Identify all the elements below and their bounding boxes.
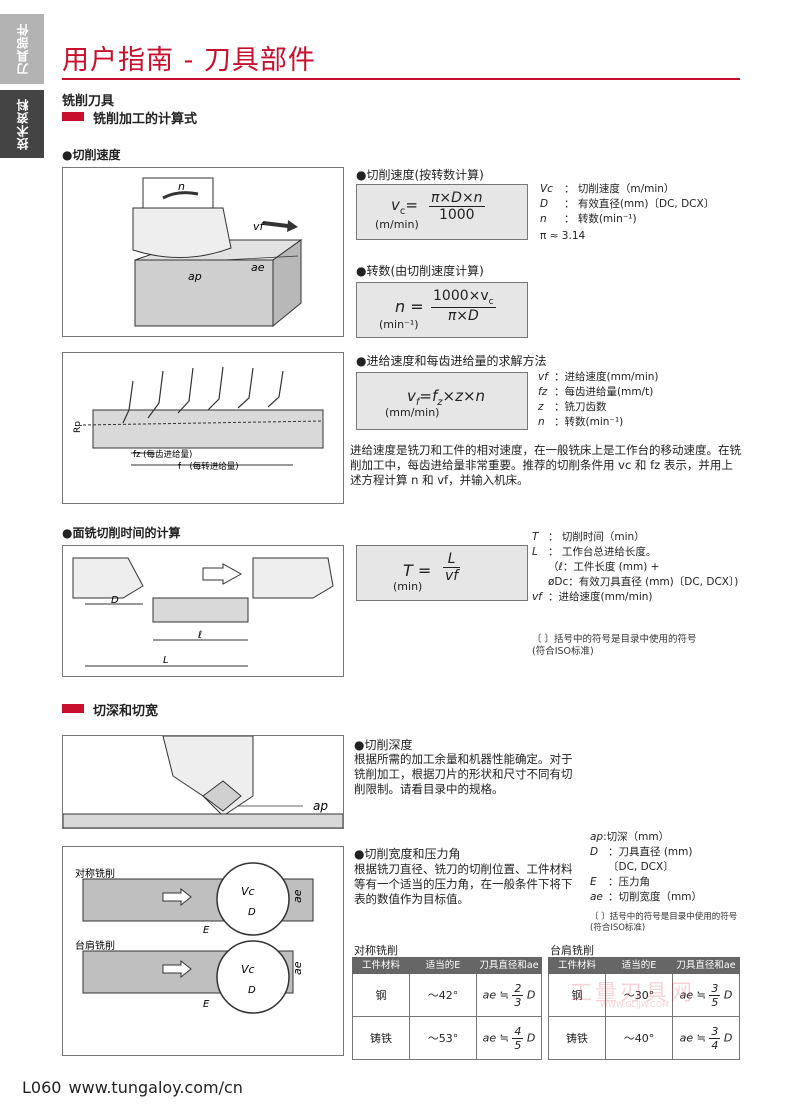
feed-formula-box: vf=fz×z×n (mm/min) bbox=[356, 372, 528, 430]
side-tab-tool-parts[interactable]: 刀具部件 bbox=[0, 14, 44, 84]
width-title: ●切削宽度和压力角 bbox=[354, 847, 461, 861]
cutting-speed-heading: ●切削速度 bbox=[62, 148, 121, 162]
face-time-symbols: T： 切削时间（min） L： 工作台总进给长度。 （ℓ：工件长度 (mm) +… bbox=[532, 531, 739, 603]
svg-text:Vc: Vc bbox=[241, 963, 255, 976]
svg-text:fz (每齿进给量): fz (每齿进给量) bbox=[133, 449, 192, 460]
depth-width-title: 切深和切宽 bbox=[93, 704, 159, 719]
width-diagram: 对称铣削 Vc D E ae 台肩铣削 Vc D E ae bbox=[62, 846, 344, 1056]
svg-text:E: E bbox=[203, 925, 210, 936]
width-text: 根据铣刀直径、铣刀的切削位置、工件材料等有一个适当的压力角，在一般条件下将下表的… bbox=[354, 862, 573, 906]
feed-diagram: Rp fz (每齿进给量) f (每转进给量) bbox=[62, 352, 344, 504]
face-time-diagram: D ℓ L bbox=[62, 545, 344, 677]
depth-title: ●切削深度 bbox=[354, 738, 413, 752]
svg-text:ap: ap bbox=[313, 799, 328, 813]
formula1-symbols: Vc： 切削速度（m/min） D： 有效直径(mm)〔DC, DCX〕 n： … bbox=[540, 183, 715, 242]
formula2-box: n = 1000×vc π×D (min⁻¹) bbox=[356, 282, 528, 338]
formula2-title: ●转数(由切削速度计算) bbox=[356, 264, 484, 278]
vf-label: vf bbox=[253, 220, 266, 233]
width-note: 〔 〕括号中的符号是目录中使用的符号(符合ISO标准) bbox=[590, 912, 738, 933]
page-number: L060 bbox=[22, 1078, 62, 1097]
svg-text:ae: ae bbox=[291, 889, 304, 903]
watermark: 工量刃具网 bbox=[570, 981, 696, 1006]
svg-text:L: L bbox=[163, 655, 169, 666]
title-rule bbox=[62, 78, 740, 80]
table-shoulder-title: 台肩铣削 bbox=[550, 944, 594, 957]
svg-text:f (每转进给量): f (每转进给量) bbox=[178, 461, 239, 472]
feed-title: ●进给速度和每齿进给量的求解方法 bbox=[356, 354, 547, 368]
svg-text:台肩铣削: 台肩铣削 bbox=[75, 939, 115, 952]
svg-text:ae: ae bbox=[291, 961, 304, 975]
formula1-box: vc= π×D×n 1000 (m/min) bbox=[356, 184, 528, 240]
depth-diagram: ap bbox=[62, 735, 344, 829]
face-time-note: 〔 〕括号中的符号是目录中使用的符号(符合ISO标准) bbox=[532, 634, 697, 657]
cutting-speed-diagram: n vf ae ap bbox=[62, 167, 344, 337]
red-bar-2 bbox=[62, 704, 84, 713]
footer: L060 www.tungaloy.com/cn bbox=[22, 1078, 243, 1097]
page-title: 用户指南 - 刀具部件 bbox=[62, 45, 316, 76]
section-title: 铣削刀具 bbox=[62, 94, 115, 109]
face-time-heading: ●面铣切削时间的计算 bbox=[62, 526, 181, 540]
feed-paragraph: 进给速度是铣刀和工件的相对速度，在一般铣床上是工作台的移动速度。在铣削加工中，每… bbox=[350, 443, 741, 487]
red-bar bbox=[62, 112, 84, 121]
footer-url[interactable]: www.tungaloy.com/cn bbox=[68, 1078, 243, 1097]
table-sym-title: 对称铣削 bbox=[354, 944, 398, 957]
ap-label: ap bbox=[188, 270, 202, 283]
depth-text: 根据所需的加工余量和机器性能确定。对于铣削加工，根据刀片的形状和尺寸不同有切削限… bbox=[354, 752, 573, 796]
feed-symbols: vf：进给速度(mm/min) fz：每齿进给量(mm/t) z：铣刀齿数 n：… bbox=[538, 371, 659, 428]
svg-text:D: D bbox=[111, 595, 119, 606]
svg-text:E: E bbox=[203, 999, 210, 1010]
n-label: n bbox=[178, 180, 185, 193]
svg-text:ℓ: ℓ bbox=[198, 630, 202, 641]
formula1-title: ●切削速度(按转数计算) bbox=[356, 168, 484, 182]
ae-label: ae bbox=[251, 261, 265, 274]
width-symbols: ap:切深（mm） D：刀具直径 (mm) 〔DC, DCX〕 E：压力角 ae… bbox=[590, 831, 702, 903]
svg-text:对称铣削: 对称铣削 bbox=[75, 867, 115, 880]
svg-text:D: D bbox=[248, 907, 256, 918]
svg-text:Vc: Vc bbox=[241, 885, 255, 898]
section-subtitle: 铣削加工的计算式 bbox=[93, 112, 198, 127]
svg-text:D: D bbox=[248, 985, 256, 996]
face-time-formula-box: T = L vf (min) bbox=[356, 545, 528, 601]
svg-text:Rp: Rp bbox=[73, 421, 83, 433]
watermark-url: WWW.GLJJW.COM bbox=[600, 1000, 670, 1009]
side-tab-technical[interactable]: 技术资料 bbox=[0, 90, 44, 158]
